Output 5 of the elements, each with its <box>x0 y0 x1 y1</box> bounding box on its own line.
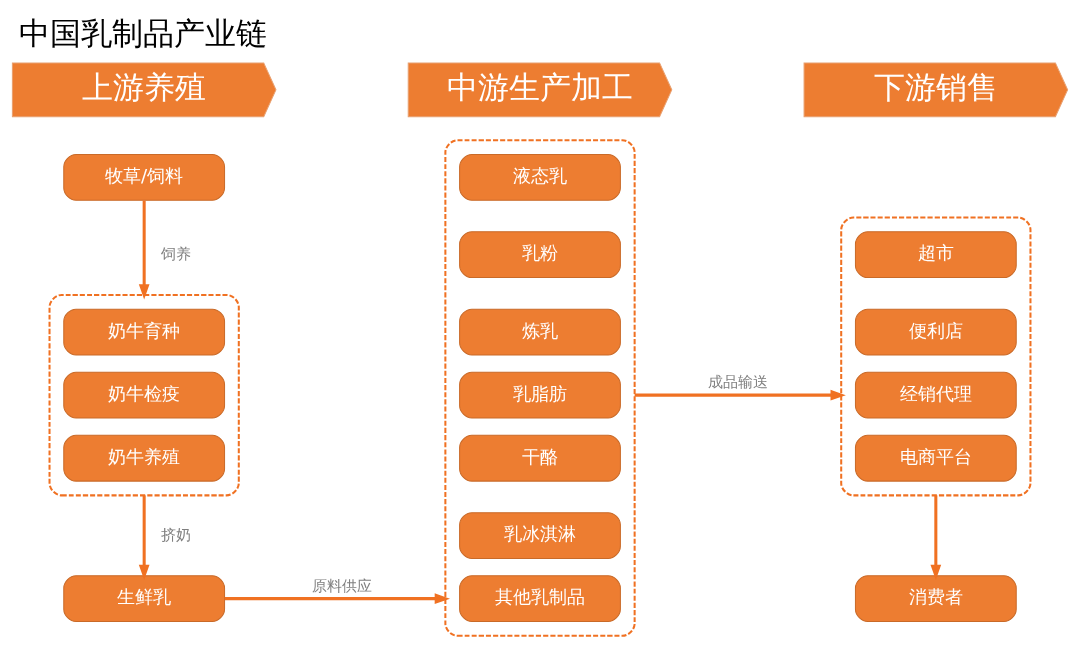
edge-label: 原料供应 <box>312 576 373 595</box>
diagram-title: 中国乳制品产业链 <box>19 15 268 51</box>
edge-label: 成品输送 <box>707 372 768 391</box>
edge-label: 挤奶 <box>160 525 191 544</box>
edge-label: 饲养 <box>160 244 191 263</box>
